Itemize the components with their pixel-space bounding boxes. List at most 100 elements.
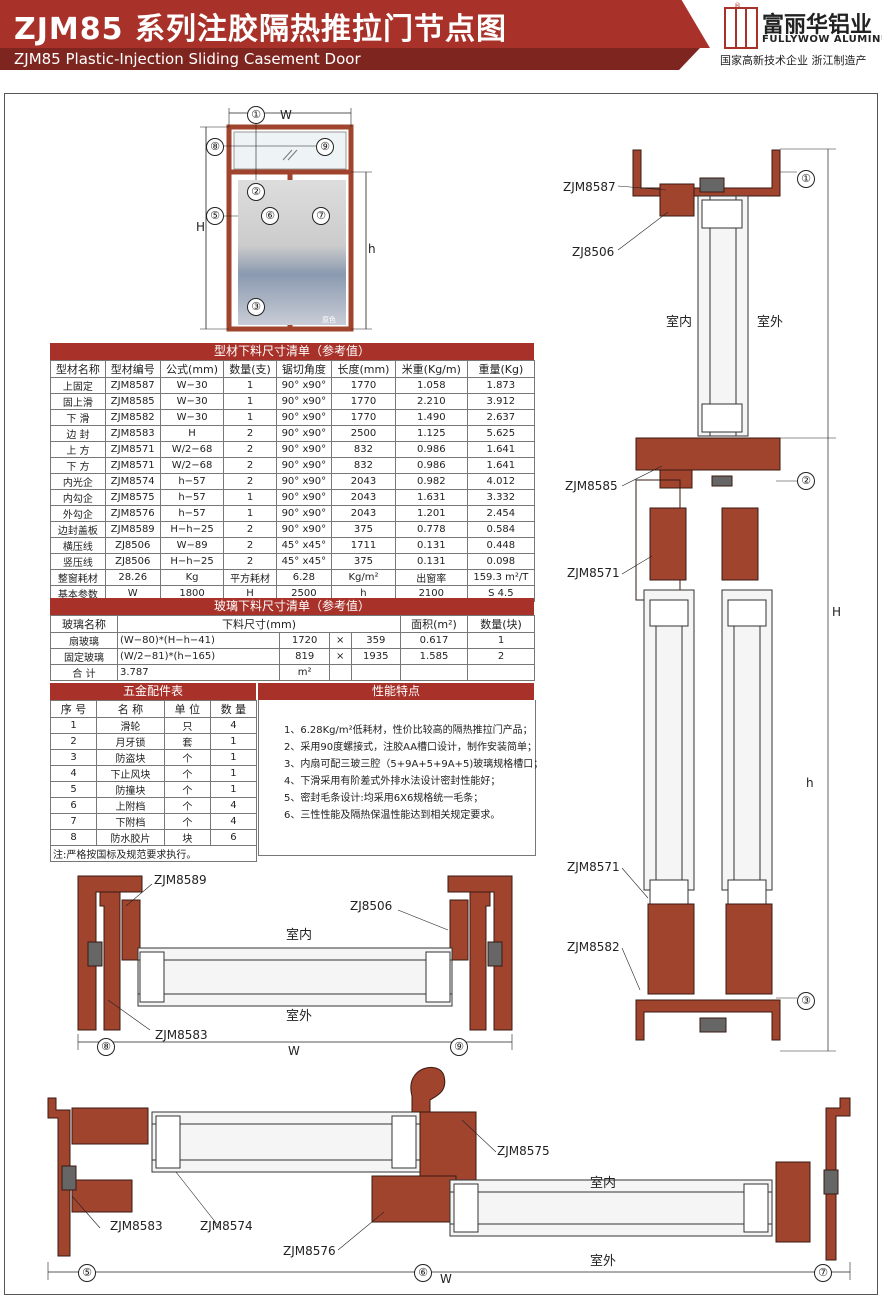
- table-cell: [328, 664, 352, 681]
- table-cell: 2: [467, 648, 535, 665]
- table-cell: 整窗耗材: [50, 569, 106, 586]
- table-cell: 1935: [350, 648, 402, 665]
- table-cell: 90° x90°: [275, 409, 333, 426]
- table-cell: 359: [350, 632, 402, 649]
- table-cell: 1770: [331, 409, 396, 426]
- table-cell: 2043: [331, 505, 396, 522]
- label-indoor: 室内: [286, 928, 313, 943]
- logo-mark-icon: [724, 7, 758, 49]
- table-cell: W−30: [159, 409, 225, 426]
- logo-name-en: FULLYWOW ALUMINUM: [762, 34, 882, 45]
- table-cell: 375: [331, 553, 396, 570]
- table-header-cell: 米重(Kg/m): [394, 360, 468, 378]
- table-cell: 5.625: [466, 425, 536, 442]
- table-cell: 159.3 m²/T: [466, 569, 536, 586]
- table-cell: 1711: [331, 537, 396, 554]
- table-cell-unit: 4.5: [497, 588, 514, 599]
- table-cell: 0.584: [466, 521, 536, 538]
- node-3: ③: [797, 992, 815, 1010]
- table-cell: ZJM8576: [104, 505, 161, 522]
- table-cell: W/2−68: [159, 441, 225, 458]
- table-cell: 2: [223, 553, 277, 570]
- feature-item: 5、密封毛条设计:均采用6X6规格统一毛条；: [284, 793, 484, 804]
- table-cell: 上附档: [96, 797, 165, 814]
- table-cell: h−57: [159, 473, 225, 490]
- table-cell: 0.986: [394, 441, 468, 458]
- table-cell: 块: [163, 829, 211, 846]
- table-cell: 5: [50, 781, 97, 798]
- table-cell: 下 方: [50, 457, 106, 474]
- table-cell: Kg: [159, 569, 225, 586]
- feature-item: 2、采用90度螺接式，注胶AA槽口设计，制作安装简单；: [284, 742, 538, 753]
- dim-w: W: [280, 108, 292, 122]
- glass-table-title: 玻璃下料尺寸清单（参考值）: [50, 598, 534, 615]
- table-cell: 0.098: [466, 553, 536, 570]
- table-cell: 90° x90°: [275, 473, 333, 490]
- table-cell: 1.641: [466, 457, 536, 474]
- table-cell: 1: [50, 717, 97, 734]
- profile-table: 型材名称 型材编号 公式(mm) 数量(支) 锯切角度 长度(mm) 米重(Kg…: [50, 360, 536, 602]
- table-cell: W−89: [159, 537, 225, 554]
- node-5: ⑤: [206, 207, 224, 225]
- table-cell: 0.131: [394, 537, 468, 554]
- table-cell: 819: [279, 648, 330, 665]
- table-header-cell: 单 位: [163, 700, 211, 718]
- table-cell: 1: [209, 749, 258, 766]
- node-2: ②: [797, 472, 815, 490]
- table-header-cell: 锯切角度: [275, 360, 333, 378]
- node-1: ①: [247, 106, 265, 124]
- label-zj8506: ZJ8506: [350, 899, 393, 913]
- label-indoor: 室内: [666, 315, 693, 330]
- table-cell: 2.637: [466, 409, 536, 426]
- features-list: 1、6.28Kg/m²低耗材，性价比较高的隔热推拉门产品； 2、采用90度螺接式…: [284, 722, 543, 824]
- table-cell: 0.986: [394, 457, 468, 474]
- label-indoor: 室内: [590, 1176, 617, 1191]
- table-cell: ZJM8582: [104, 409, 161, 426]
- drawing-frame: [4, 93, 878, 1295]
- table-cell: 1: [223, 377, 277, 394]
- elevation-door: [200, 108, 372, 332]
- table-cell: 90° x90°: [275, 425, 333, 442]
- table-cell: 2.454: [466, 505, 536, 522]
- table-header-cell: 型材名称: [50, 360, 106, 378]
- table-cell: 0.131: [394, 553, 468, 570]
- table-cell: m²: [279, 664, 330, 681]
- table-cell: 1770: [331, 393, 396, 410]
- table-cell: 竖压线: [50, 553, 106, 570]
- table-cell: 3.332: [466, 489, 536, 506]
- node-8: ⑧: [97, 1038, 115, 1056]
- glass-table: 玻璃名称 下料尺寸(mm) 面积(m²) 数量(块) 扇玻璃(W−80)*(H−…: [50, 615, 535, 681]
- table-cell: 28.26: [104, 569, 161, 586]
- table-cell: 防盗块: [96, 749, 165, 766]
- dim-h-big: H: [196, 220, 206, 234]
- table-cell: 0.617: [400, 632, 468, 649]
- table-cell: 2500: [331, 425, 396, 442]
- table-cell: 防水胶片: [96, 829, 165, 846]
- table-cell-value: 159.3: [473, 572, 502, 583]
- label-zjm8582: ZJM8582: [567, 940, 620, 954]
- table-header-cell: 公式(mm): [159, 360, 225, 378]
- table-cell: 0.982: [394, 473, 468, 490]
- table-cell: 2: [223, 457, 277, 474]
- table-header-cell: 数量(块): [467, 615, 535, 633]
- node-9: ⑨: [450, 1038, 468, 1056]
- table-cell: Kg/m²: [331, 569, 396, 586]
- table-cell: 滑轮: [96, 717, 165, 734]
- table-cell: 只: [163, 717, 211, 734]
- table-cell: 外勾企: [50, 505, 106, 522]
- table-cell: 出窗率: [394, 569, 468, 586]
- header-band-bottom: [0, 48, 700, 70]
